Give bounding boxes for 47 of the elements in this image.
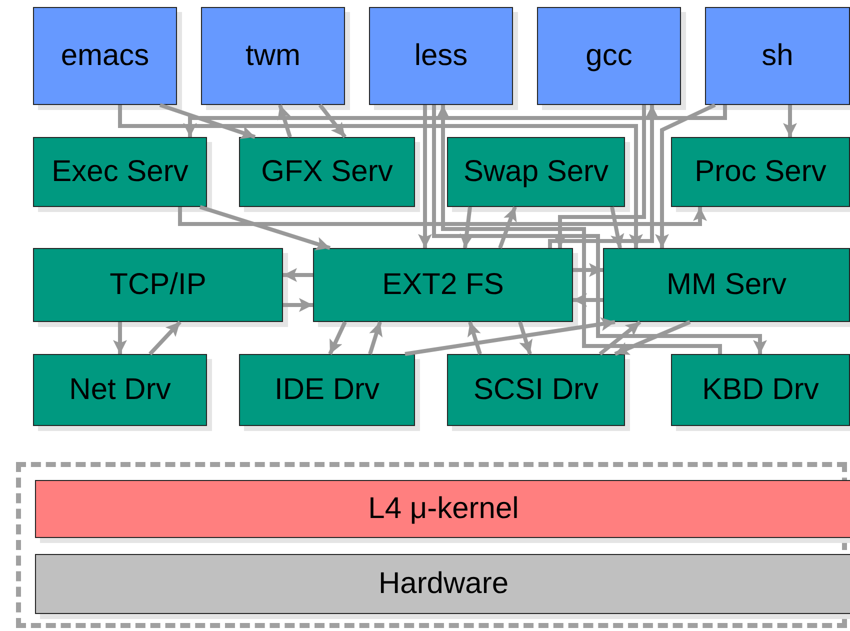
arrow	[183, 105, 727, 137]
dashed-frame	[16, 462, 847, 628]
arrow	[553, 105, 646, 248]
arrow	[498, 206, 517, 249]
node-label: MM Serv	[666, 268, 786, 302]
node-label: less	[414, 39, 468, 73]
node-label: IDE Drv	[274, 373, 380, 407]
arrow	[404, 317, 616, 356]
arrow	[199, 205, 331, 250]
node-label: Hardware	[378, 567, 509, 601]
arrow	[598, 320, 642, 356]
node-label: emacs	[60, 39, 150, 73]
node-label: twm	[246, 39, 300, 73]
arrow	[548, 105, 659, 248]
node-label: Proc Serv	[694, 155, 826, 189]
node-label: Exec Serv	[52, 155, 188, 189]
arrow	[468, 321, 482, 355]
arrow	[460, 206, 474, 248]
node-label: L4 μ-kernel	[368, 492, 519, 526]
arrow	[610, 206, 624, 248]
arrow	[655, 103, 716, 248]
node-label: GFX Serv	[261, 155, 393, 189]
node-label: gcc	[586, 39, 632, 73]
node-label: SCSI Drv	[473, 373, 598, 407]
arrow	[318, 104, 347, 138]
arrow	[518, 321, 532, 355]
arrow	[783, 105, 797, 137]
arrow	[178, 207, 707, 226]
node-label: Swap Serv	[463, 155, 609, 189]
arrow	[573, 293, 603, 307]
node-label: KBD Drv	[702, 373, 819, 407]
node-label: EXT2 FS	[382, 268, 504, 302]
arrow	[113, 322, 127, 354]
arrow	[573, 263, 603, 277]
arrow	[614, 320, 691, 356]
arrow	[283, 268, 313, 282]
arrow	[148, 320, 182, 356]
arrow	[278, 104, 292, 138]
arrow	[159, 103, 256, 140]
node-label: Net Drv	[69, 373, 171, 407]
arrow	[368, 321, 382, 355]
node-label: TCP/IP	[110, 268, 206, 302]
arrow	[118, 105, 643, 248]
arrow	[283, 298, 313, 312]
node-label: sh	[762, 39, 794, 73]
arrow	[418, 105, 432, 248]
arrow	[328, 321, 347, 355]
